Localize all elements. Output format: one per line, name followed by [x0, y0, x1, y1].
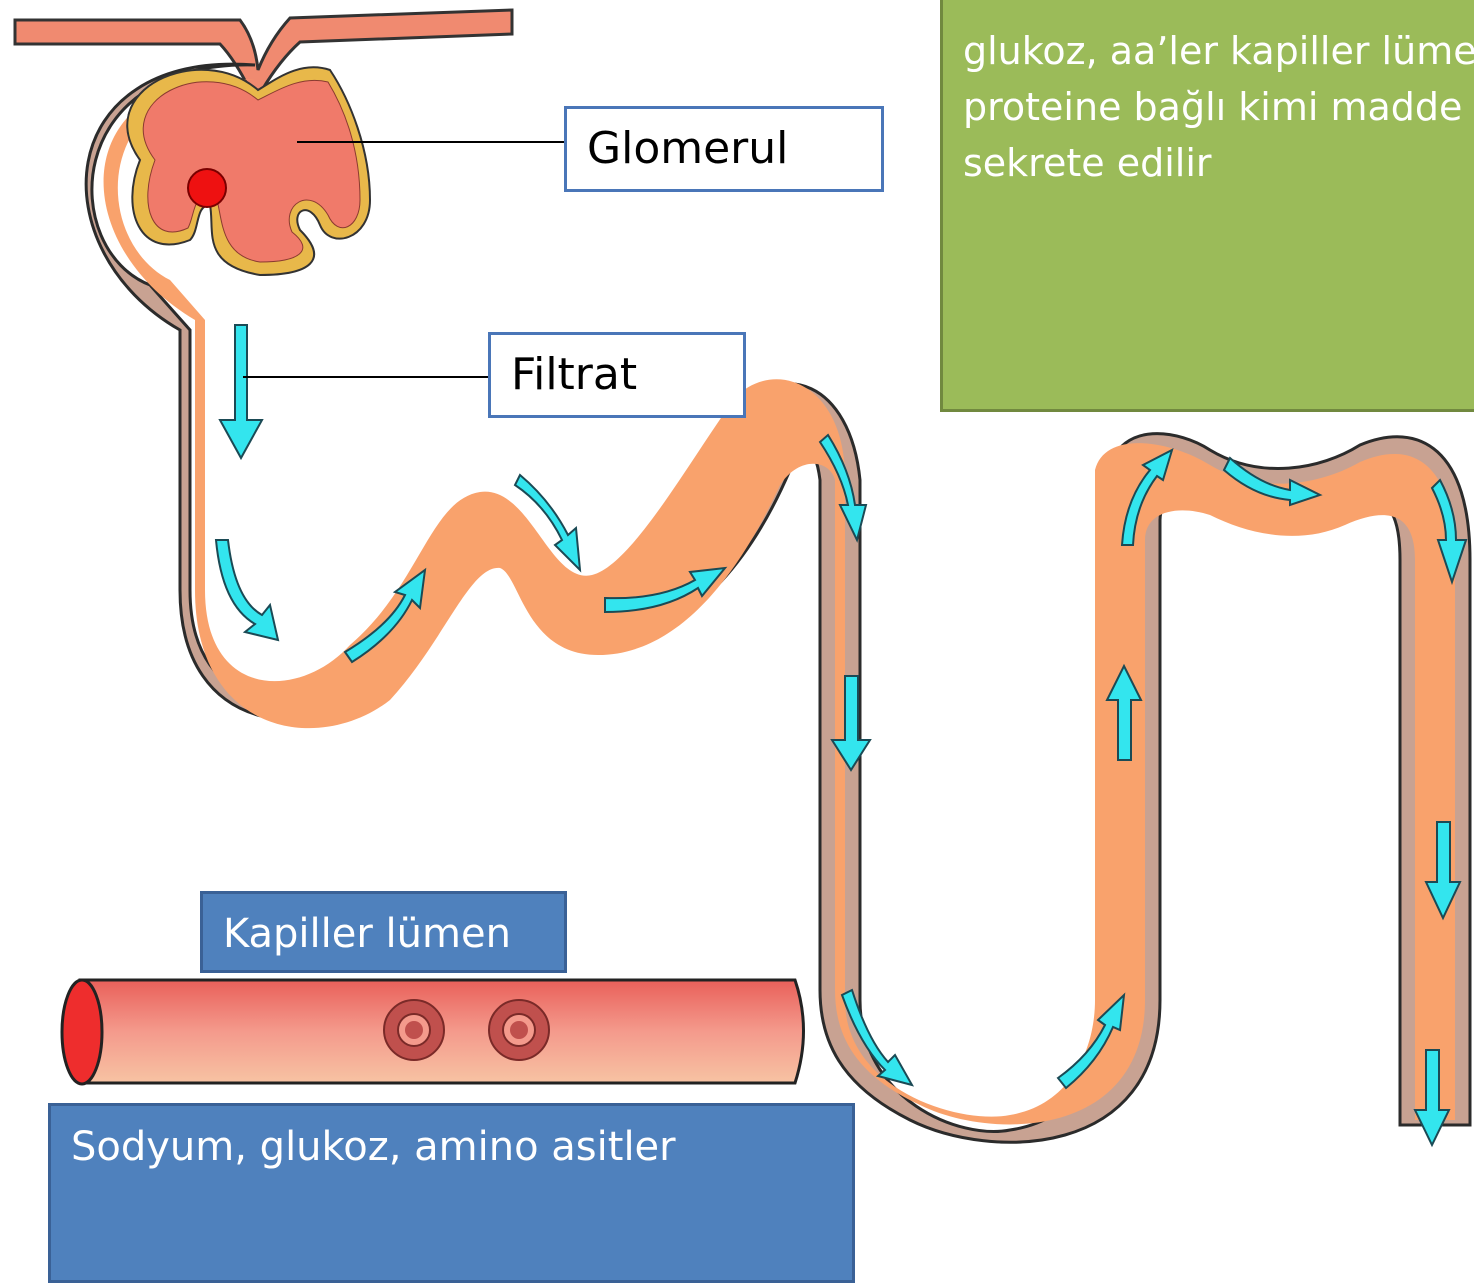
note-line: proteine bağlı kimi madde	[963, 79, 1474, 135]
glomerulus	[127, 67, 370, 275]
note-line: sekrete edilir	[963, 135, 1474, 191]
filtrat-label: Filtrat	[488, 332, 746, 418]
capillary-opening	[62, 980, 102, 1084]
filtrat-label-text: Filtrat	[511, 349, 637, 400]
capillary-vessel	[62, 980, 804, 1084]
secretion-note-box: glukoz, aa’ler kapiller lümen proteine b…	[940, 0, 1474, 412]
flow-arrow	[216, 540, 278, 640]
absorbed-substances-box: Sodyum, glukoz, amino asitler	[48, 1103, 855, 1283]
note-line: glukoz, aa’ler kapiller lümen	[963, 23, 1474, 79]
kapiller-lumen-text: Kapiller lümen	[223, 911, 511, 957]
red-blood-cell	[489, 1000, 549, 1060]
kapiller-lumen-label: Kapiller lümen	[200, 891, 567, 973]
glomerulus-red-dot	[188, 169, 226, 207]
glomerul-label: Glomerul	[564, 106, 884, 192]
glomerul-label-text: Glomerul	[587, 123, 788, 174]
flow-arrow	[220, 325, 262, 458]
absorbed-substances-text: Sodyum, glukoz, amino asitler	[71, 1124, 676, 1170]
arteriole	[15, 10, 512, 90]
red-blood-cell	[384, 1000, 444, 1060]
